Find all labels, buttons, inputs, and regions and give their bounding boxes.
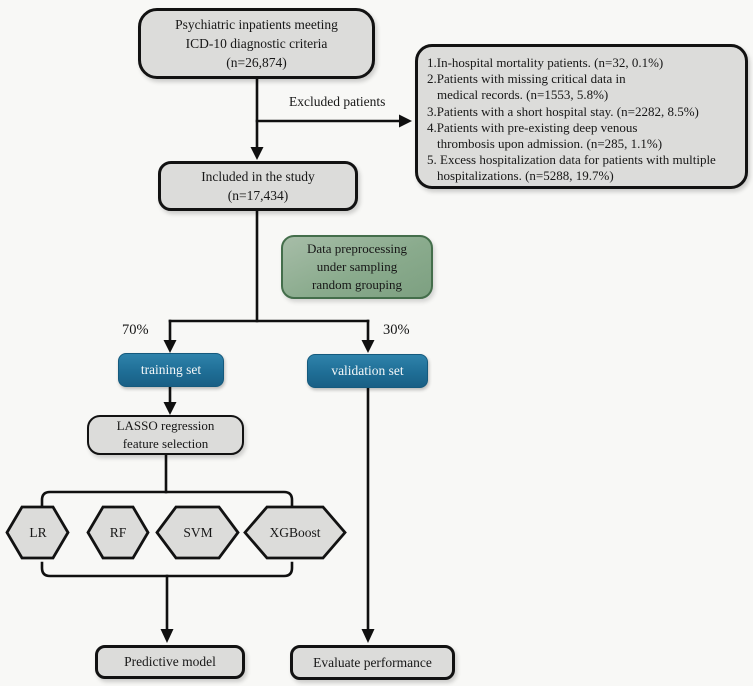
node-text-line: validation set	[331, 363, 404, 379]
node-text-line: Predictive model	[124, 654, 216, 670]
node-text-line: ICD-10 diagnostic criteria	[185, 35, 328, 51]
exclusion-item-2-cont: medical records. (n=1553, 5.8%)	[437, 87, 609, 103]
node-predictive-model: Predictive model	[95, 645, 245, 679]
node-text-line: feature selection	[122, 436, 209, 451]
arrowhead-excluded	[399, 114, 412, 128]
hexagon-rf	[86, 505, 150, 560]
arrowhead-predictive	[160, 629, 174, 643]
node-validation-set: validation set	[307, 354, 428, 388]
split-70-label: 70%	[122, 322, 149, 338]
arrowhead-training	[163, 340, 177, 353]
model-label-rf: RF	[109, 525, 127, 540]
node-lasso-feature-selection: LASSO regression feature selection	[87, 415, 244, 455]
exclusion-item-2: 2.Patients with missing critical data in	[427, 71, 626, 87]
excluded-branch-label: Excluded patients	[289, 94, 386, 109]
exclusion-item-3: 3.Patients with a short hospital stay. (…	[427, 103, 699, 119]
exclusion-item-1: 1.In-hospital mortality patients. (n=32,…	[427, 55, 664, 70]
node-text-line: under sampling	[316, 258, 398, 274]
node-exclusion-criteria: 1.In-hospital mortality patients. (n=32,…	[415, 44, 748, 189]
node-text-line: LASSO regression	[116, 418, 215, 434]
split-30-label: 30%	[383, 322, 410, 338]
node-text-line: Evaluate performance	[313, 654, 432, 670]
node-text-line: Data preprocessing	[307, 240, 407, 256]
bracket-top	[40, 490, 294, 507]
arrowhead-lasso	[163, 402, 177, 415]
model-label-xgboost: XGBoost	[269, 525, 321, 540]
node-evaluate-performance: Evaluate performance	[290, 645, 455, 680]
node-training-set: training set	[118, 353, 224, 387]
exclusion-item-4-cont: thrombosis upon admission. (n=285, 1.1%)	[437, 136, 663, 152]
exclusion-item-4: 4.Patients with pre-existing deep venous	[427, 119, 638, 135]
hexagon-xgboost	[243, 505, 347, 560]
arrowhead-included	[250, 147, 264, 160]
node-included-in-study: Included in the study (n=17,434)	[158, 161, 358, 211]
node-text-line: (n=26,874)	[226, 55, 287, 71]
bracket-bottom	[40, 561, 294, 578]
node-data-preprocessing: Data preprocessing under sampling random…	[281, 235, 433, 299]
exclusion-item-5: 5. Excess hospitalization data for patie…	[427, 152, 716, 168]
exclusion-item-5-cont: hospitalizations. (n=5288, 19.7%)	[437, 168, 614, 184]
hexagon-lr	[5, 505, 70, 560]
node-text-line: training set	[140, 362, 202, 378]
node-text-line: random grouping	[312, 277, 402, 293]
hexagon-svm	[155, 505, 240, 560]
model-label-lr: LR	[29, 525, 47, 540]
arrowhead-evaluate	[361, 629, 375, 643]
model-label-svm: SVM	[183, 525, 213, 540]
node-text-line: Psychiatric inpatients meeting	[175, 16, 338, 32]
arrowhead-validation	[361, 340, 375, 353]
node-text-line: Included in the study	[201, 168, 315, 184]
node-psychiatric-inpatients: Psychiatric inpatients meeting ICD-10 di…	[138, 8, 375, 79]
node-text-line: (n=17,434)	[227, 188, 289, 203]
